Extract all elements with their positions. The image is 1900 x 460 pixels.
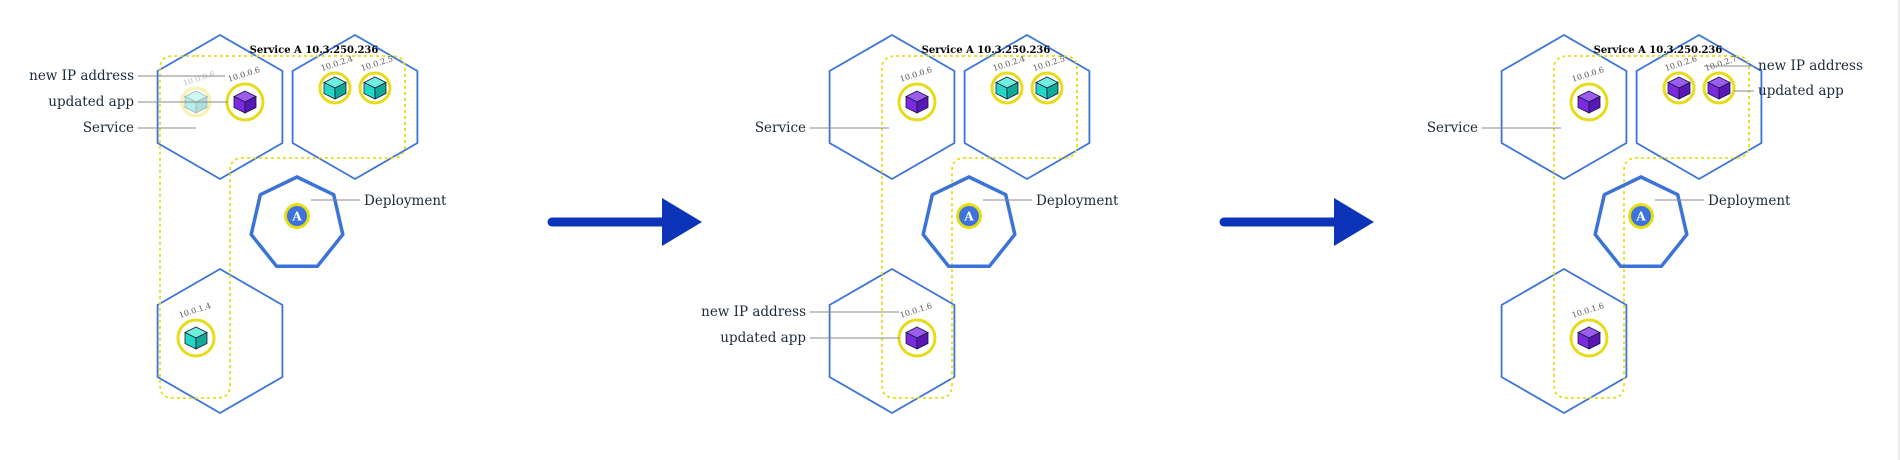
node-hexagon	[1500, 267, 1628, 415]
pod-ip-label: 10.0.2.4	[992, 54, 1026, 73]
cube-icon	[1667, 76, 1691, 100]
pod: 10.0.2.6	[1662, 54, 1698, 105]
cube-icon	[995, 76, 1019, 100]
cube-icon	[184, 326, 208, 350]
updated-app-label: updated app	[1758, 83, 1844, 99]
deployment-label: Deployment	[1036, 193, 1119, 209]
deployment-label: Deployment	[364, 193, 447, 209]
cube-icon	[1577, 326, 1601, 350]
pod: 10.0.1.6	[1569, 301, 1609, 358]
node-hexagon	[1635, 33, 1763, 181]
pod: 10.0.2.4	[318, 54, 354, 105]
new-ip-label: new IP address	[29, 68, 134, 84]
cube-icon	[323, 76, 347, 100]
deployment-badge	[287, 206, 307, 226]
service-label: Service	[83, 120, 134, 136]
pod-ip-label: 10.0.1.6	[899, 301, 933, 320]
cube-icon	[905, 326, 929, 350]
deployment-icon: A	[291, 210, 302, 224]
deployment-icon: A	[1635, 210, 1646, 224]
cube-icon	[363, 76, 387, 100]
node-hexagon	[828, 267, 956, 415]
service-boundary	[159, 55, 406, 399]
service-label: Service	[755, 120, 806, 136]
pod-ip-label: 10.0.2.6	[1664, 54, 1698, 73]
pod-ip-label: 10.0.1.4	[178, 301, 212, 320]
new-ip-label: new IP address	[1758, 58, 1863, 74]
pod-ip-label: 10.0.0.6	[899, 65, 933, 84]
pod-ip-label: 10.0.2.4	[320, 54, 354, 73]
node-hexagon	[291, 33, 419, 181]
cube-icon	[1577, 90, 1601, 114]
node-hexagon	[156, 267, 284, 415]
pod-ip-label: 10.0.2.5	[1032, 54, 1066, 73]
deployment-badge	[1631, 206, 1651, 226]
deployment-label: Deployment	[1708, 193, 1791, 209]
cube-icon	[233, 90, 257, 114]
service-title: Service A 10.3.250.236	[1594, 45, 1723, 56]
service-label: Service	[1427, 120, 1478, 136]
updated-app-label: updated app	[48, 94, 134, 110]
pod-ip-label: 10.0.0.6	[182, 69, 216, 88]
service-boundary	[881, 55, 1078, 399]
deployment-icon: A	[963, 210, 974, 224]
service-title: Service A 10.3.250.236	[922, 45, 1051, 56]
cube-icon	[1707, 76, 1731, 100]
pod: 10.0.0.6	[1569, 65, 1609, 122]
pod-ip-label: 10.0.0.6	[1571, 65, 1605, 84]
pod: 10.0.1.6	[897, 301, 937, 358]
pod: 10.0.0.6	[897, 65, 937, 122]
node-hexagon	[828, 33, 956, 181]
pod-ip-label: 10.0.2.7	[1704, 54, 1738, 73]
cube-icon	[1035, 76, 1059, 100]
pod: 10.0.2.7	[1702, 54, 1738, 105]
arrow-right-icon	[547, 198, 702, 246]
pod: 10.0.2.5	[358, 54, 394, 105]
pod: 10.0.2.5	[1030, 54, 1066, 105]
deployment-badge	[959, 206, 979, 226]
divider	[1898, 0, 1900, 460]
cube-icon	[905, 90, 929, 114]
new-ip-label: new IP address	[701, 304, 806, 320]
pod: 10.0.1.4	[176, 301, 216, 358]
deployment-heptagon	[1593, 175, 1689, 269]
pod: 10.0.0.6	[225, 65, 265, 122]
pod-ip-label: 10.0.1.6	[1571, 301, 1605, 320]
pod: 10.0.2.4	[990, 54, 1026, 105]
node-hexagon	[156, 33, 284, 181]
deployment-heptagon	[921, 175, 1017, 269]
updated-app-label: updated app	[720, 330, 806, 346]
service-boundary	[1553, 55, 1750, 399]
pod-ip-label: 10.0.0.6	[227, 65, 261, 84]
cube-icon	[184, 90, 208, 114]
node-hexagon	[963, 33, 1091, 181]
service-title: Service A 10.3.250.236	[250, 45, 379, 56]
deployment-heptagon	[249, 175, 345, 269]
pod-ip-label: 10.0.2.5	[360, 54, 394, 73]
arrow-right-icon	[1219, 198, 1374, 246]
node-hexagon	[1500, 33, 1628, 181]
